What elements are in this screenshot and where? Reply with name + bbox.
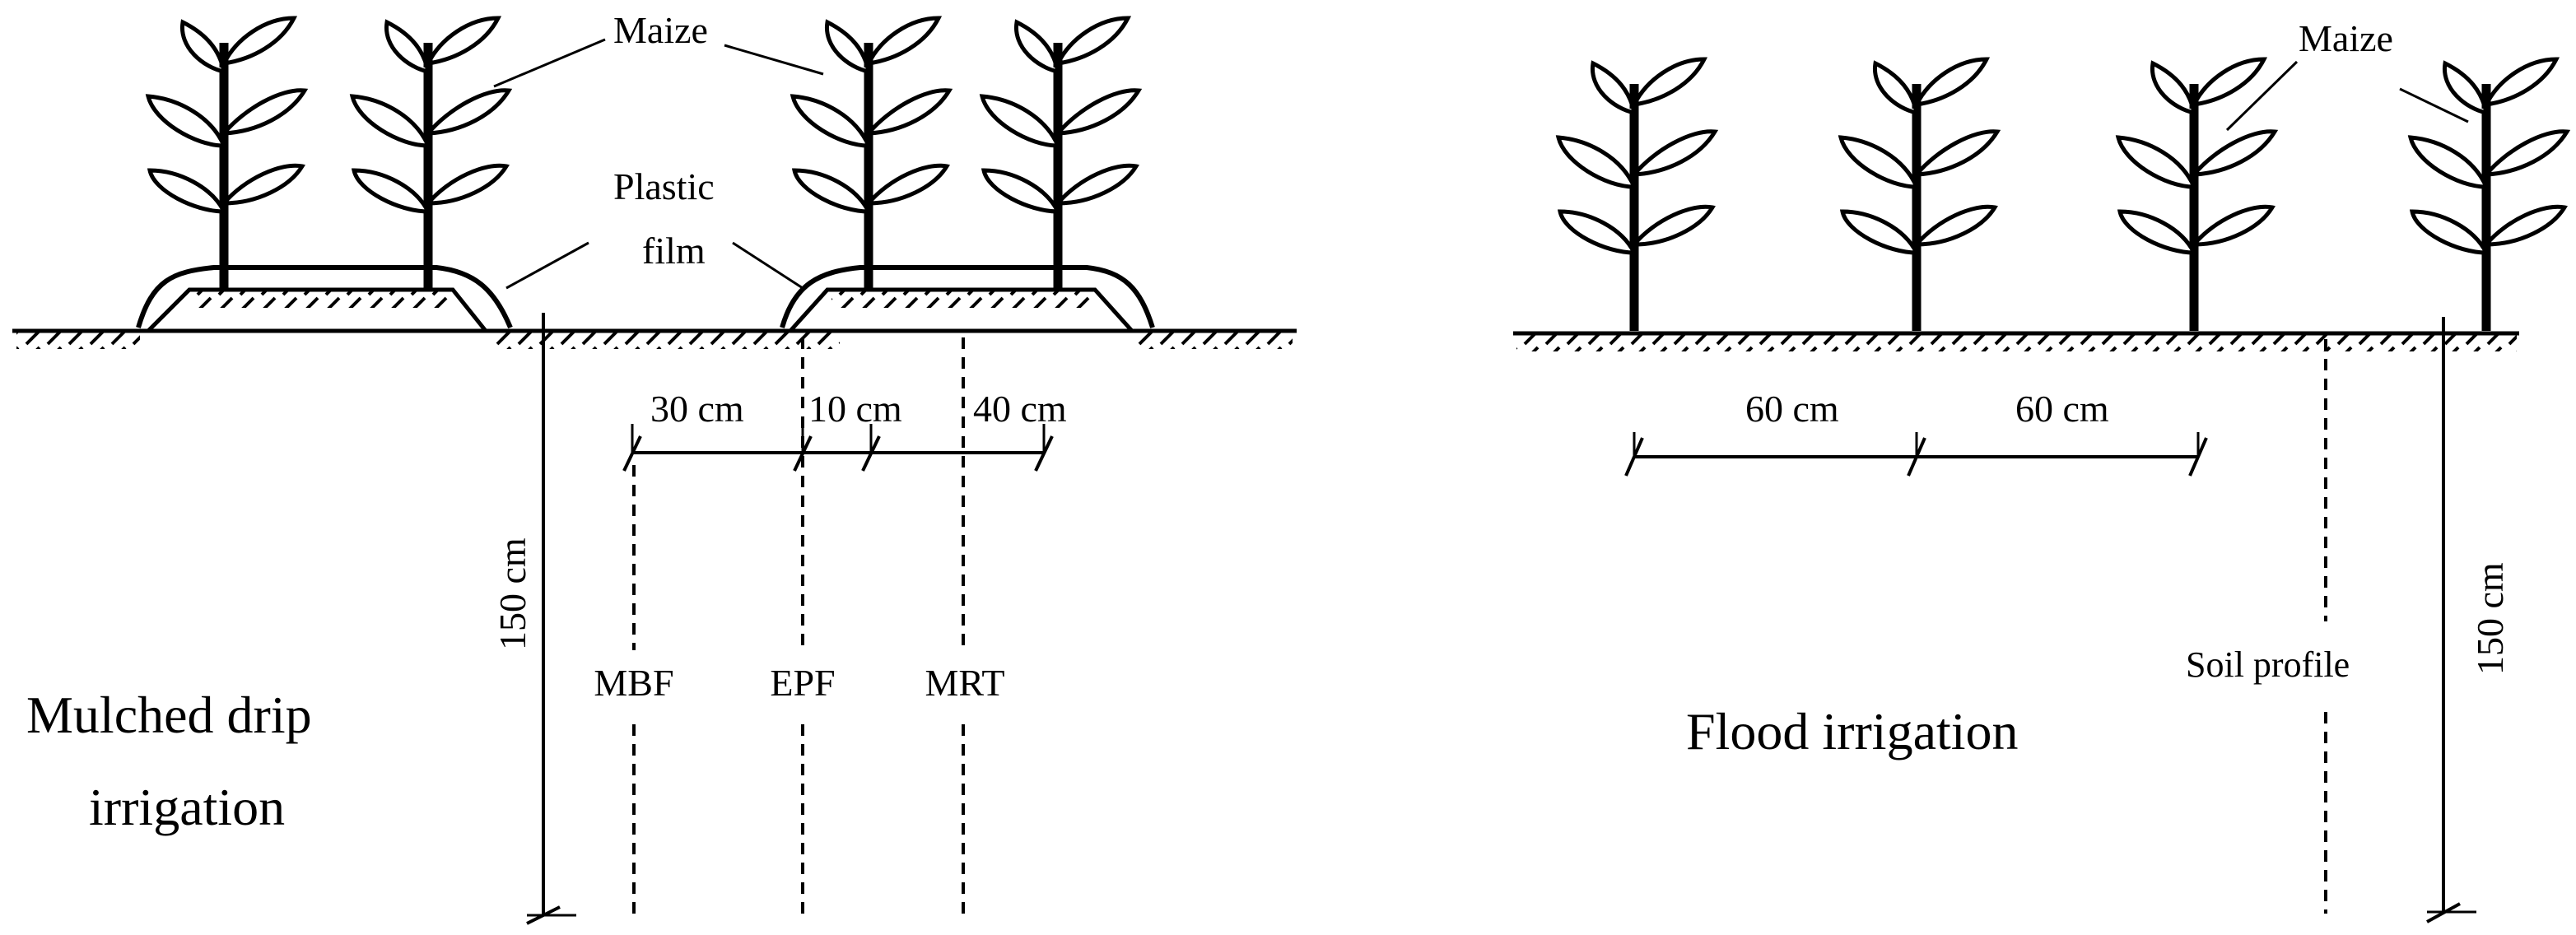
right-panel-title: Flood irrigation [1686, 702, 2019, 761]
right-spacing-label-1: 60 cm [1745, 388, 1839, 430]
left-panel: Maize Plastic film 150 cm 30 cm 10 cm 40… [12, 9, 1297, 925]
right-maize-label: Maize [2299, 17, 2393, 59]
ridge-1 [147, 287, 487, 333]
spacing-tick-2 [793, 435, 813, 472]
spacing-tick-1 [622, 435, 642, 472]
maize-plant-right-1 [1558, 59, 1715, 331]
left-panel-title-line1: Mulched drip [26, 686, 312, 744]
spacing-tick-3 [861, 435, 881, 472]
plastic-film-1 [136, 265, 513, 329]
left-ground-hatch-2 [494, 333, 840, 349]
left-ground-hatch-3 [1136, 333, 1293, 349]
film-label-line1: Plastic [613, 165, 715, 207]
maize-plant-right-4 [2411, 59, 2567, 331]
spacing-tick-4 [1034, 435, 1054, 472]
spacing-label-40: 40 cm [973, 388, 1067, 430]
left-ground-hatch-1 [16, 333, 140, 349]
right-maize-leader-2 [2399, 87, 2469, 123]
right-depth-label: 150 cm [2469, 562, 2511, 675]
film-leader-2 [732, 241, 804, 290]
left-maize-leader-1 [493, 38, 606, 88]
maize-plant-right-3 [2118, 59, 2275, 331]
soil-profile-label: Soil profile [2186, 644, 2350, 685]
maize-plant-left-3 [793, 18, 949, 290]
maize-plant-left-2 [352, 18, 509, 290]
right-maize-leader-1 [2225, 60, 2299, 132]
left-maize-label: Maize [613, 9, 708, 51]
maize-plant-left-4 [982, 18, 1139, 290]
film-label-line2: film [642, 230, 706, 272]
left-maize-leader-2 [724, 44, 824, 76]
maize-plant-right-2 [1841, 59, 1997, 331]
film-leader-1 [505, 241, 589, 290]
maize-plant-left-1 [148, 18, 305, 290]
left-panel-title-line2: irrigation [89, 778, 285, 836]
profile-label-epf: EPF [770, 662, 835, 704]
profile-label-mbf: MBF [594, 662, 673, 704]
left-depth-label: 150 cm [491, 537, 533, 650]
profile-label-mrt: MRT [925, 662, 1005, 704]
right-panel: Maize 60 cm 60 cm Soil profile 150 cm Fl… [1513, 17, 2567, 923]
right-ground-hatch [1516, 335, 2517, 351]
spacing-label-10: 10 cm [808, 388, 902, 430]
ridge-2 [789, 287, 1134, 333]
spacing-label-30: 30 cm [650, 388, 744, 430]
right-spacing-label-2: 60 cm [2015, 388, 2109, 430]
plastic-film-2 [780, 265, 1155, 328]
